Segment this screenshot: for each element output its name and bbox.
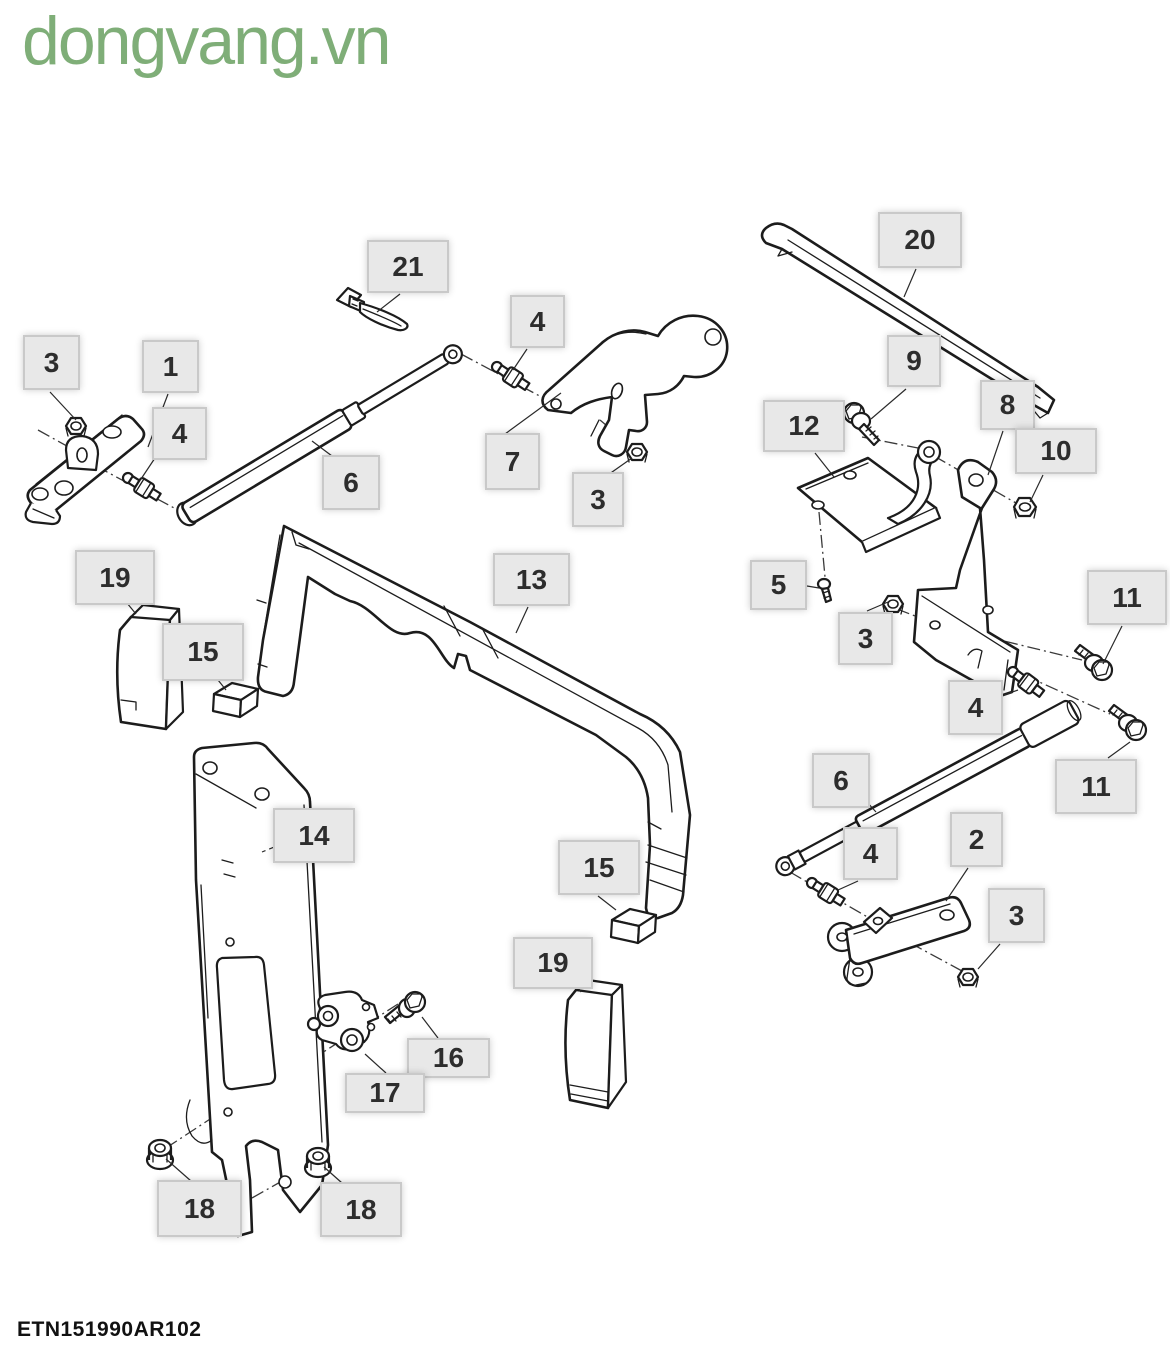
part-callout-4: 4 bbox=[152, 407, 207, 460]
part-callout-8: 8 bbox=[980, 380, 1035, 430]
part-4-fitting-a bbox=[121, 471, 162, 502]
part-callout-10: 10 bbox=[1015, 428, 1097, 474]
part-callout-11: 11 bbox=[1055, 759, 1137, 814]
part-15-block-lower bbox=[609, 907, 658, 945]
part-4-fitting-b bbox=[490, 360, 531, 392]
watermark-text: dongvang.vn bbox=[22, 3, 391, 79]
part-19-pad-lower bbox=[564, 978, 628, 1110]
part-14-post-drawing bbox=[185, 741, 330, 1238]
part-callout-15: 15 bbox=[558, 840, 640, 895]
part-callout-16: 16 bbox=[407, 1038, 490, 1078]
part-10-nut-drawing bbox=[1012, 496, 1038, 519]
part-callout-21: 21 bbox=[367, 240, 449, 293]
part-9-bolt-drawing bbox=[842, 401, 881, 447]
part-11-bolt-lower bbox=[1107, 703, 1148, 742]
part-callout-3: 3 bbox=[988, 888, 1045, 943]
figure-code: ETN151990AR102 bbox=[17, 1318, 202, 1341]
part-6-gas-strut-left bbox=[176, 344, 463, 527]
part-18-nut-right bbox=[303, 1146, 333, 1179]
part-12-bracket-drawing bbox=[796, 439, 942, 554]
part-15-block-upper bbox=[211, 681, 260, 719]
part-callout-7: 7 bbox=[485, 433, 540, 490]
part-5-screw-drawing bbox=[816, 577, 833, 604]
part-callout-4: 4 bbox=[843, 827, 898, 880]
part-callout-15: 15 bbox=[162, 623, 244, 681]
part-4-fitting-c bbox=[1006, 665, 1046, 698]
part-callout-18: 18 bbox=[157, 1180, 242, 1237]
part-callout-2: 2 bbox=[950, 812, 1003, 867]
part-3-nut-right bbox=[881, 594, 905, 615]
part-callout-1: 1 bbox=[142, 340, 199, 393]
part-2-bracket-drawing bbox=[826, 895, 972, 988]
part-callout-13: 13 bbox=[493, 553, 570, 606]
part-11-bolt-upper bbox=[1073, 643, 1114, 682]
part-20-crossbar-drawing bbox=[760, 222, 1056, 419]
part-callout-11: 11 bbox=[1087, 570, 1167, 625]
part-4-fitting-d bbox=[805, 876, 846, 907]
part-callout-20: 20 bbox=[878, 212, 962, 268]
part-callout-18: 18 bbox=[320, 1182, 402, 1237]
part-6-gas-strut-right bbox=[775, 699, 1082, 877]
part-3-nut-mid bbox=[625, 442, 649, 463]
part-callout-17: 17 bbox=[345, 1073, 425, 1113]
part-3-nut-bottom bbox=[956, 967, 980, 988]
part-21-tool-drawing bbox=[335, 286, 409, 332]
part-callout-4: 4 bbox=[510, 295, 565, 348]
part-callout-9: 9 bbox=[887, 335, 941, 387]
part-callout-6: 6 bbox=[322, 455, 380, 510]
part-callout-5: 5 bbox=[750, 560, 807, 610]
part-3-nut-left bbox=[64, 416, 88, 437]
part-callout-3: 3 bbox=[572, 472, 624, 527]
part-callout-3: 3 bbox=[838, 612, 893, 665]
part-callout-6: 6 bbox=[812, 753, 870, 808]
part-13-rollbar-drawing bbox=[256, 524, 692, 920]
part-16-bolt-drawing bbox=[383, 990, 427, 1025]
part-7-bracket-drawing bbox=[541, 314, 729, 458]
part-callout-14: 14 bbox=[273, 808, 355, 863]
part-callout-19: 19 bbox=[75, 550, 155, 605]
part-callout-4: 4 bbox=[948, 680, 1003, 735]
part-callout-3: 3 bbox=[23, 335, 80, 390]
part-18-nut-left bbox=[145, 1138, 175, 1171]
part-callout-19: 19 bbox=[513, 937, 593, 989]
part-1-bracket-drawing bbox=[24, 414, 146, 526]
part-17-latch-drawing bbox=[306, 990, 380, 1053]
part-callout-12: 12 bbox=[763, 400, 845, 452]
part-8-bracket-drawing bbox=[912, 458, 1020, 698]
